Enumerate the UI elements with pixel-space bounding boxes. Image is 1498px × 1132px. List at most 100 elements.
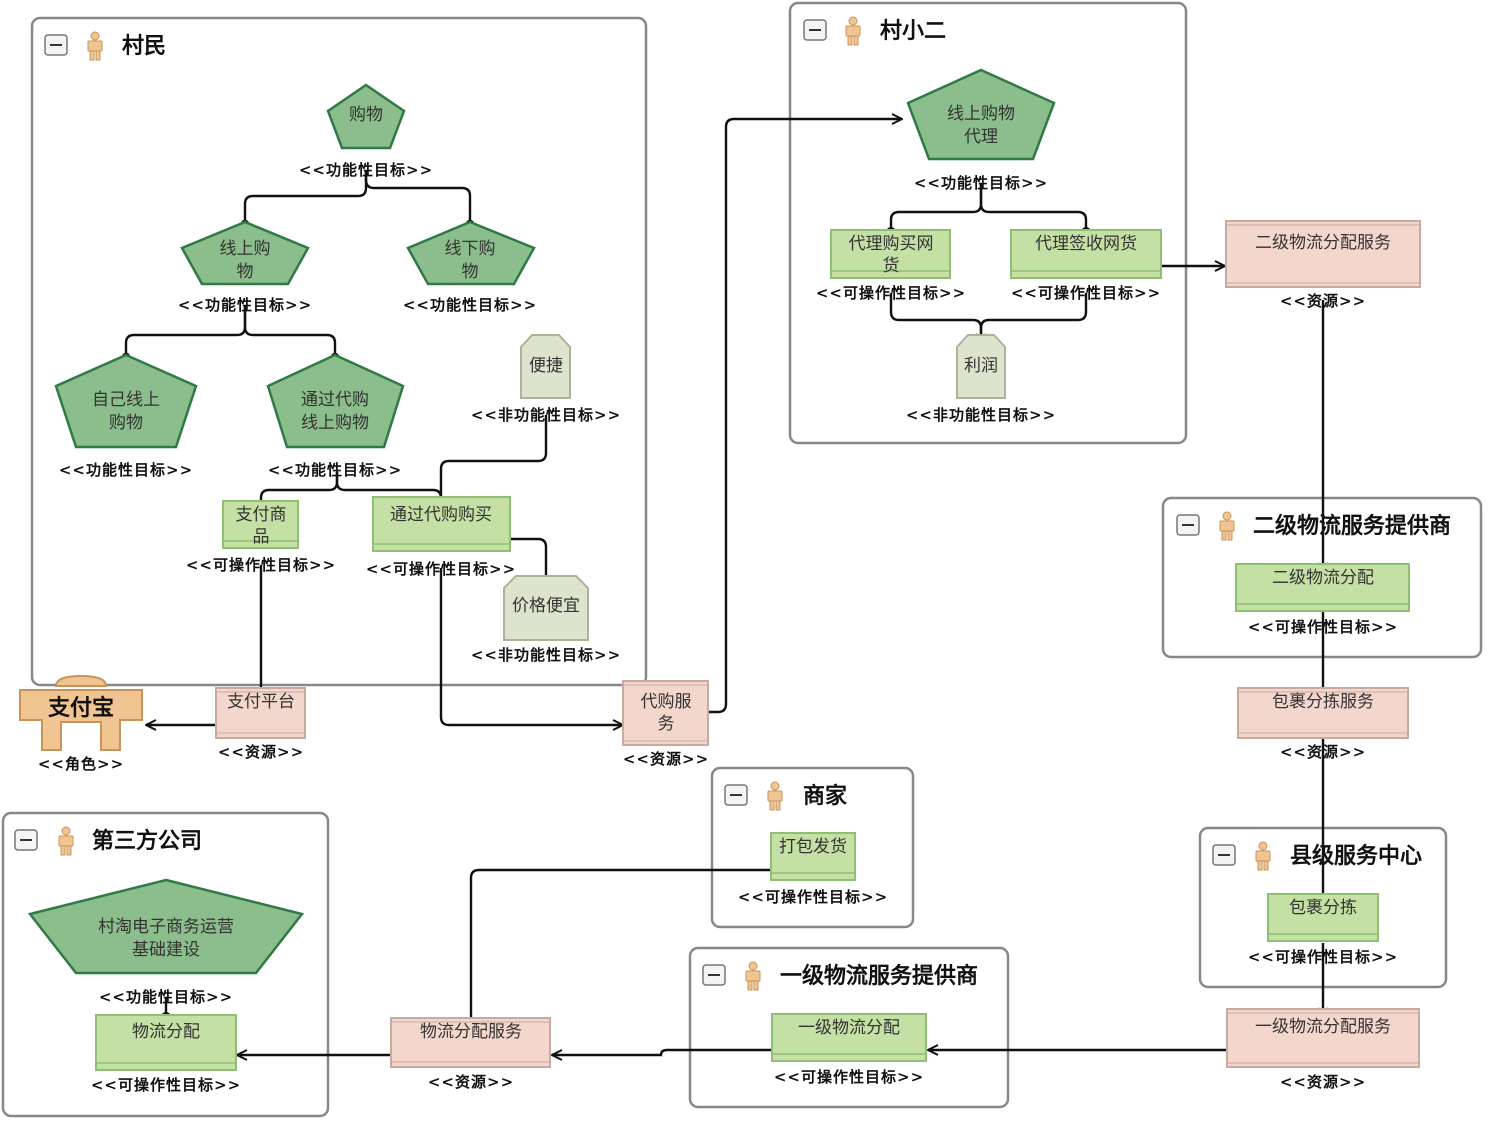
svg-text:代购服: 代购服 <box>641 692 692 712</box>
svg-text:支付商: 支付商 <box>236 505 287 525</box>
svg-text:物: 物 <box>237 262 254 282</box>
svg-text:物: 物 <box>462 262 479 282</box>
task-tongguomai[interactable]: 通过代购购买 <<可操作性目标>> <box>366 496 516 578</box>
svg-text:二级物流分配服务: 二级物流分配服务 <box>1255 233 1391 253</box>
svg-text:自己线上: 自己线上 <box>92 390 160 410</box>
stereotype-label: <<可操作性目标>> <box>1248 948 1398 966</box>
collapse-icon[interactable] <box>724 784 748 806</box>
svg-text:代理: 代理 <box>964 127 998 147</box>
resource-wuliufuwu[interactable]: 物流分配服务 <<资源>> <box>390 1017 551 1091</box>
softgoal-bianjie[interactable]: 便捷 <<非功能性目标>> <box>471 334 621 424</box>
goal-tongguo[interactable]: 通过代购 线上购物 <<功能性目标>> <box>266 353 405 479</box>
svg-text:通过代购: 通过代购 <box>301 390 369 410</box>
task-dailigoumai[interactable]: 代理购买网 货 <<可操作性目标>> <box>816 229 966 302</box>
svg-text:线下购: 线下购 <box>445 239 496 259</box>
svg-text:代理购买网: 代理购买网 <box>849 234 934 254</box>
stereotype-label: <<功能性目标>> <box>99 988 233 1006</box>
stereotype-label: <<非功能性目标>> <box>471 406 621 424</box>
svg-text:打包发货: 打包发货 <box>779 837 847 857</box>
goal-xsdaili[interactable]: 线上购物 代理 <<功能性目标>> <box>906 68 1056 192</box>
stereotype-label: <<非功能性目标>> <box>906 406 1056 424</box>
resource-zhifupingtai[interactable]: 支付平台 <<资源>> <box>215 687 306 761</box>
stereotype-label: <<可操作性目标>> <box>91 1076 241 1094</box>
edge[interactable] <box>552 1048 772 1055</box>
collapse-icon[interactable] <box>702 964 726 986</box>
edge[interactable] <box>436 415 548 506</box>
task-zhifu[interactable]: 支付商 品 <<可操作性目标>> <box>186 500 336 574</box>
softgoal-jiage[interactable]: 价格便宜 <<非功能性目标>> <box>471 575 621 664</box>
resource-daigoufuwu[interactable]: 代购服 务 <<资源>> <box>622 680 709 768</box>
stereotype-label: <<资源>> <box>428 1073 514 1091</box>
group-title: 二级物流服务提供商 <box>1253 513 1451 539</box>
stereotype-label: <<功能性目标>> <box>299 161 433 179</box>
goal-cuntao[interactable]: 村淘电子商务运营 基础建设 <<功能性目标>> <box>27 878 305 1006</box>
svg-text:支付宝: 支付宝 <box>48 695 114 721</box>
stereotype-label: <<功能性目标>> <box>268 461 402 479</box>
group-cunxiaoer[interactable]: 村小二 <box>788 1 1188 445</box>
task-baoguofenjian[interactable]: 包裹分拣 <<可操作性目标>> <box>1248 893 1398 966</box>
task-wuliufenpei[interactable]: 物流分配 <<可操作性目标>> <box>91 1014 241 1094</box>
stereotype-label: <<可操作性目标>> <box>186 556 336 574</box>
edge[interactable] <box>981 293 1088 344</box>
goal-gouwu[interactable]: 购物 <<功能性目标>> <box>299 83 433 179</box>
svg-text:物流分配: 物流分配 <box>132 1022 200 1042</box>
stereotype-label: <<资源>> <box>1280 292 1366 310</box>
group-title: 村小二 <box>880 19 946 44</box>
stereotype-label: <<非功能性目标>> <box>471 646 621 664</box>
task-dailiqianshou[interactable]: 代理签收网货 <<可操作性目标>> <box>1010 229 1162 302</box>
stereotype-label: <<角色>> <box>38 755 124 773</box>
resource-yijifenpeifuwu[interactable]: 一级物流分配服务 <<资源>> <box>1226 1008 1420 1091</box>
task-dabao[interactable]: 打包发货 <<可操作性目标>> <box>738 832 888 906</box>
stereotype-label: <<功能性目标>> <box>59 461 193 479</box>
group-title: 县级服务中心 <box>1290 843 1422 869</box>
collapse-icon[interactable] <box>803 19 827 41</box>
stereotype-label: <<可操作性目标>> <box>816 284 966 302</box>
edge[interactable] <box>243 305 340 362</box>
edge[interactable] <box>708 119 902 714</box>
stereotype-label: <<可操作性目标>> <box>1248 618 1398 636</box>
group-title: 村民 <box>122 34 166 59</box>
edge[interactable] <box>510 537 546 586</box>
softgoal-lirun[interactable]: 利润 <<非功能性目标>> <box>906 334 1056 424</box>
group-title: 商家 <box>803 783 848 809</box>
goal-xianxia[interactable]: 线下购 物 <<功能性目标>> <box>403 220 537 314</box>
resource-baoguofuwu[interactable]: 包裹分拣服务 <<资源>> <box>1237 687 1409 761</box>
edge[interactable] <box>240 170 368 229</box>
svg-text:便捷: 便捷 <box>529 356 563 376</box>
goal-xianshang[interactable]: 线上购 物 <<功能性目标>> <box>178 220 312 314</box>
svg-text:一级物流分配: 一级物流分配 <box>798 1018 900 1038</box>
stereotype-label: <<功能性目标>> <box>178 296 312 314</box>
stereotype-label: <<资源>> <box>218 743 304 761</box>
edge[interactable] <box>979 183 1091 237</box>
svg-text:村淘电子商务运营: 村淘电子商务运营 <box>98 917 234 937</box>
group-title: 第三方公司 <box>92 828 202 854</box>
collapse-icon[interactable] <box>1176 514 1200 536</box>
svg-text:利润: 利润 <box>964 356 998 376</box>
edge[interactable] <box>364 170 475 229</box>
svg-text:一级物流分配服务: 一级物流分配服务 <box>1255 1017 1391 1037</box>
stereotype-label: <<可操作性目标>> <box>738 888 888 906</box>
stereotype-label: <<资源>> <box>623 750 709 768</box>
collapse-icon[interactable] <box>44 34 68 56</box>
svg-text:购物: 购物 <box>109 413 143 433</box>
svg-text:通过代购购买: 通过代购购买 <box>390 505 492 525</box>
svg-text:线上购物: 线上购物 <box>947 104 1015 124</box>
task-yijifenpei[interactable]: 一级物流分配 <<可操作性目标>> <box>771 1013 927 1086</box>
svg-text:货: 货 <box>883 256 900 276</box>
stereotype-label: <<资源>> <box>1280 743 1366 761</box>
role-zhifubao[interactable]: 支付宝 <<角色>> <box>19 674 143 773</box>
svg-text:支付平台: 支付平台 <box>227 692 295 712</box>
stereotype-label: <<可操作性目标>> <box>774 1068 924 1086</box>
svg-text:二级物流分配: 二级物流分配 <box>1272 568 1374 588</box>
group-title: 一级物流服务提供商 <box>780 963 978 989</box>
edge[interactable] <box>439 568 623 725</box>
task-erjifenpei[interactable]: 二级物流分配 <<可操作性目标>> <box>1235 563 1410 636</box>
collapse-icon[interactable] <box>14 829 38 851</box>
resource-erjifenpeifuwu[interactable]: 二级物流分配服务 <<资源>> <box>1225 220 1421 310</box>
svg-text:包裹分拣: 包裹分拣 <box>1289 898 1357 918</box>
collapse-icon[interactable] <box>1212 844 1236 866</box>
stereotype-label: <<可操作性目标>> <box>1011 284 1161 302</box>
edge[interactable] <box>471 868 771 1029</box>
goal-ziji[interactable]: 自己线上 购物 <<功能性目标>> <box>54 353 198 479</box>
